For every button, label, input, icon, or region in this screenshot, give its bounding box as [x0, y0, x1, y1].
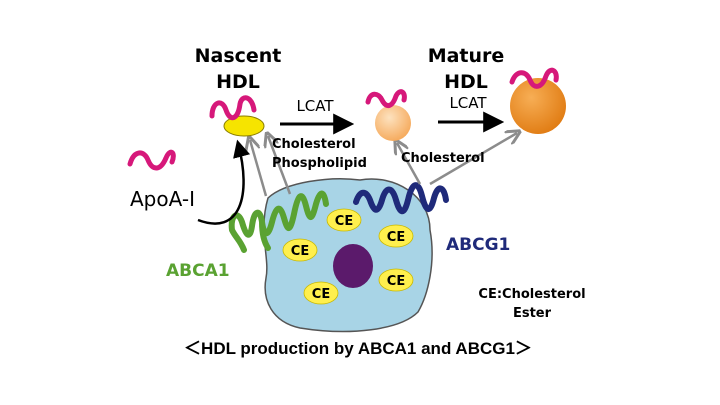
nucleus [333, 244, 373, 288]
abcg1-transporter [353, 182, 449, 215]
arrow-abca1-to-nascent-2 [268, 136, 292, 195]
ce-label: CE [387, 230, 405, 245]
apoa1-free [127, 149, 176, 171]
arrow-abca1-to-nascent-1 [250, 140, 268, 197]
abcg1-label: ABCG1 [446, 235, 510, 255]
apoa1-nascent [209, 95, 257, 121]
transfer-arrows [250, 133, 517, 197]
ce-label: CE [291, 244, 309, 259]
mature-hdl-title: Mature [428, 45, 505, 67]
ce-droplet: CE [378, 224, 414, 248]
arrow-abcg1-to-small-hdl [397, 143, 422, 185]
legend-ce-line2: Ester [513, 306, 552, 321]
arrow-abcg1-to-mature-hdl [429, 133, 517, 186]
lcat-label-1: LCAT [296, 97, 334, 115]
cholesterol-phospholipid-label-2: Phospholipid [272, 156, 367, 171]
ce-label: CE [335, 214, 353, 229]
caption: ＜HDL production by ABCA1 and ABCG1＞ [184, 339, 532, 358]
legend-ce-line1: CE:Cholesterol [478, 287, 585, 302]
lcat-label-2: LCAT [449, 94, 487, 112]
abca1-label: ABCA1 [166, 261, 230, 281]
apoa1-mature-hdl [509, 67, 559, 89]
apoa1-label: ApoA-I [130, 187, 195, 211]
ce-droplet: CE [378, 268, 414, 292]
ce-label: CE [387, 274, 405, 289]
ce-droplet: CE [282, 238, 318, 262]
cholesterol-phospholipid-label: Cholesterol [272, 137, 356, 152]
mature-hdl [510, 78, 566, 134]
mature-hdl-title-2: HDL [444, 71, 488, 93]
ce-droplet: CE [326, 208, 362, 232]
abca1-transporter [228, 190, 329, 253]
apoa1-small-hdl [365, 89, 407, 108]
ce-label: CE [312, 287, 330, 302]
cholesterol-label: Cholesterol [401, 151, 485, 166]
nascent-hdl-title-2: HDL [216, 71, 260, 93]
small-hdl [375, 105, 411, 141]
nascent-hdl-title: Nascent [195, 45, 282, 67]
ce-droplet: CE [303, 281, 339, 305]
arrow-apoa1-to-nascent [197, 139, 251, 225]
nascent-hdl [223, 115, 265, 137]
